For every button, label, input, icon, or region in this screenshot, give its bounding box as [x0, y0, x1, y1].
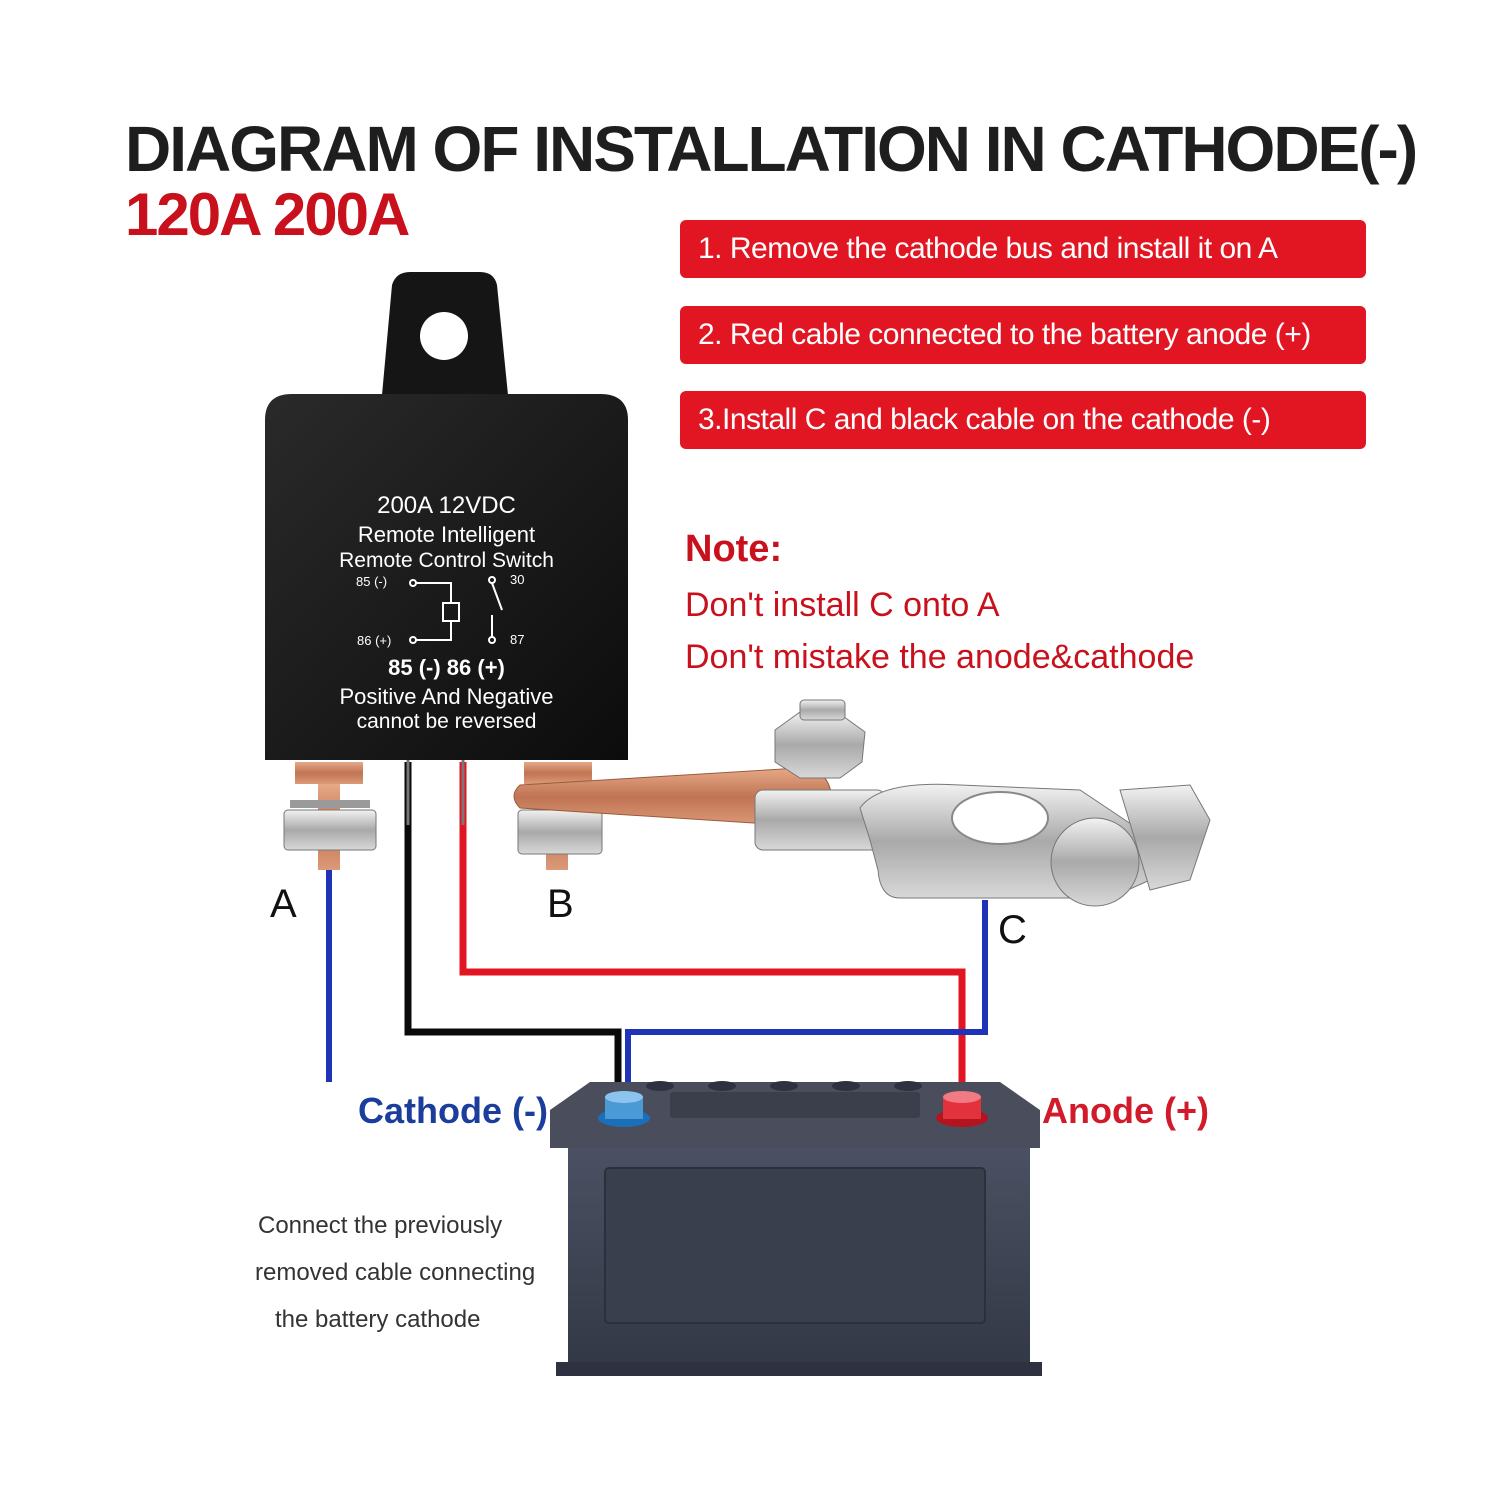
relay-line-2: Remote Control Switch	[339, 549, 554, 572]
note-line-1: Don't install C onto A	[685, 586, 1000, 624]
relay-body	[265, 394, 628, 760]
label-b: B	[547, 882, 574, 926]
relay-schematic-symbol	[409, 576, 503, 644]
terminal-a	[283, 762, 377, 870]
step-3-banner: 3.Install C and black cable on the catho…	[680, 391, 1366, 449]
step-1-banner: 1. Remove the cathode bus and install it…	[680, 220, 1366, 278]
note-title: Note:	[685, 528, 783, 570]
relay-warning-1: Positive And Negative	[339, 684, 554, 709]
battery-clamp	[754, 699, 1211, 907]
anode-post	[936, 1091, 988, 1127]
step-2-banner: 2. Red cable connected to the battery an…	[680, 306, 1366, 364]
relay-warning-2: cannot be reversed	[356, 710, 537, 733]
instruction-line-2: removed cable connecting	[255, 1259, 536, 1286]
relay-pin-87: 87	[510, 632, 525, 647]
instruction-line-3: the battery cathode	[275, 1306, 481, 1333]
anode-label: Anode (+)	[1042, 1090, 1209, 1131]
label-c: C	[998, 908, 1027, 952]
relay-pin-30: 30	[510, 572, 525, 587]
relay-rating: 200A 12VDC	[377, 492, 516, 519]
instruction-line-1: Connect the previously	[258, 1212, 503, 1239]
cathode-label: Cathode (-)	[358, 1090, 548, 1131]
battery	[550, 1081, 1042, 1376]
wire-black	[404, 762, 622, 1100]
relay-pin-85-small: 85 (-)	[356, 574, 388, 589]
relay-line-1: Remote Intelligent	[357, 522, 536, 547]
relay-pin-86-small: 86 (+)	[357, 633, 392, 648]
terminal-b	[517, 762, 603, 870]
label-a: A	[270, 882, 297, 926]
wire-c-blue	[625, 900, 988, 1100]
page-title: DIAGRAM OF INSTALLATION IN CATHODE(-)	[125, 113, 1418, 185]
relay-mount-tab	[382, 272, 508, 395]
relay-pins: 85 (-) 86 (+)	[388, 655, 505, 680]
cathode-post	[598, 1091, 650, 1127]
note-line-2: Don't mistake the anode&cathode	[685, 638, 1195, 676]
page-subtitle: 120A 200A	[125, 181, 410, 248]
